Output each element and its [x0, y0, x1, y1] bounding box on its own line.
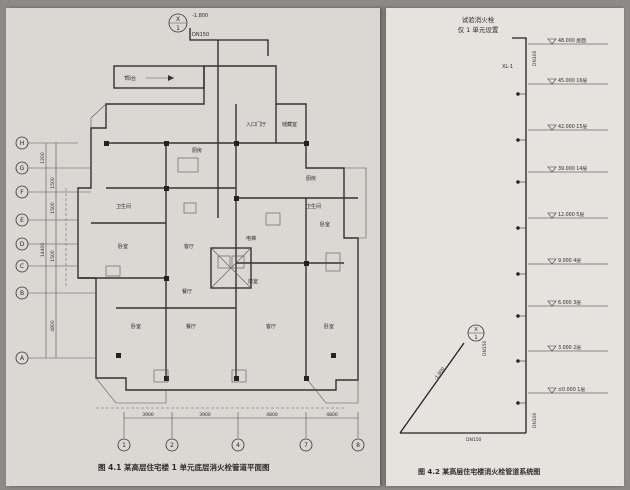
grid-row-label: F: [20, 189, 24, 196]
room-label: 入口门厅: [246, 121, 266, 128]
inlet-elev: -1.800: [433, 366, 447, 381]
hydrant-valve-icon: [516, 92, 520, 96]
room-label: 储藏室: [282, 121, 297, 128]
level-triangle-icon: [547, 345, 557, 352]
riser-id: XL-1: [502, 64, 513, 70]
level-label: 6.000 3层: [558, 300, 581, 306]
plan-caption: 图 4.1 某高层住宅楼 1 单元底层消火栓管道平面图: [98, 462, 270, 472]
grid-col-label: 8: [356, 442, 360, 449]
system-diagram-page: 试验消火栓 仅 1 单元设置 XL-1 DN100 DN100 48.000 屋…: [386, 8, 624, 486]
level-label: 9.000 4层: [558, 258, 581, 264]
level-label: 39.000 14层: [558, 166, 587, 172]
riser-size-bottom: DN100: [532, 412, 538, 428]
room-label: 厨房: [306, 175, 316, 182]
level-label: 48.000 屋面: [558, 38, 586, 44]
room-label: 电梯: [246, 235, 256, 242]
riser-size-top: DN100: [532, 50, 538, 66]
pipe-elev-label: -1.800: [192, 13, 208, 19]
inlet-pipe: [399, 342, 465, 434]
room-label: 厨房: [192, 147, 202, 154]
level-triangle-icon: [547, 166, 557, 173]
dim-left: 1500: [50, 202, 56, 214]
room-label: 客厅: [266, 323, 276, 330]
hydrant-valve-icon: [516, 401, 520, 405]
dim-left: 4800: [50, 320, 56, 332]
room-label: 客厅: [184, 243, 194, 250]
grid-row-label: A: [20, 355, 25, 362]
bottom-pipe-size: DN150: [466, 437, 482, 443]
level-triangle-icon: [547, 78, 557, 85]
grid-col-label: 2: [170, 442, 174, 449]
hydrant-valve-icon: [516, 138, 520, 142]
level-label: 3.000 2层: [558, 345, 581, 351]
room-label: 阳台: [126, 75, 136, 82]
level-markers: 48.000 屋面 45.000 16层 42.000 15层 39.000 14层 1…: [516, 38, 608, 405]
level-triangle-icon: [547, 300, 557, 307]
supply-pipe-top: [189, 28, 269, 56]
inlet-symbol-den: 1: [474, 335, 478, 341]
test-hydrant-title: 试验消火栓: [462, 15, 495, 24]
inlet-symbol-num: X: [474, 327, 478, 333]
room-label: 前室: [248, 278, 258, 285]
inlet-size: DN150: [482, 340, 488, 356]
dim-left: 1500: [50, 250, 56, 262]
elevator-core: [210, 247, 252, 289]
room-label: 卧室: [118, 243, 128, 250]
grid-row-label: E: [20, 217, 24, 224]
pipe-size-label: DN150: [192, 32, 209, 38]
dim-left: 14400: [40, 243, 46, 257]
svg-text:T: T: [123, 76, 128, 82]
grid-col-label: 1: [122, 442, 126, 449]
test-hydrant-note: 仅 1 单元设置: [458, 25, 499, 34]
dim-left: 1200: [40, 152, 46, 164]
level-label: 12.000 5层: [558, 212, 584, 218]
dim-left: 1500: [50, 177, 56, 189]
room-label: 卫生间: [306, 203, 321, 210]
hydrant-valve-icon: [516, 226, 520, 230]
level-triangle-icon: [547, 124, 557, 131]
level-label: ±0.000 1层: [558, 387, 585, 393]
level-triangle-icon: [547, 387, 557, 394]
grid-row-label: B: [20, 290, 24, 297]
room-label: 卧室: [320, 221, 330, 228]
dim-bottom: 3900: [142, 412, 154, 418]
system-diagram-drawing: 试验消火栓 仅 1 单元设置 XL-1 DN100 DN100 48.000 屋…: [399, 15, 608, 476]
level-triangle-icon: [547, 212, 557, 219]
hydrant-valve-icon: [516, 359, 520, 363]
level-triangle-icon: [547, 258, 557, 265]
grid-row-label: H: [20, 140, 25, 147]
grid-row-label: D: [20, 241, 25, 248]
hydrant-valve-icon: [516, 314, 520, 318]
grid-col-label: 4: [236, 442, 240, 449]
dim-bottom: 3900: [199, 412, 211, 418]
hydrant-valve-icon: [516, 272, 520, 276]
grid-col-label: 7: [304, 442, 308, 449]
system-caption: 图 4.2 某高层住宅楼消火栓管道系统图: [418, 467, 540, 476]
level-label: 45.000 16层: [558, 78, 587, 84]
grid-row-label: C: [20, 263, 24, 270]
level-triangle-icon: [547, 38, 557, 45]
building-outline: [77, 65, 359, 391]
room-label: 卧室: [324, 323, 334, 330]
floor-plan-drawing: X 1 -1.800 DN150 T: [15, 13, 367, 472]
grid-row-label: G: [20, 165, 25, 172]
dim-bottom: 4800: [266, 412, 278, 418]
room-label: 卫生间: [116, 203, 131, 210]
pipe-symbol-den: 1: [176, 25, 180, 32]
room-label: 卧室: [131, 323, 141, 330]
room-label: 餐厅: [186, 323, 196, 330]
dim-bottom: 4800: [326, 412, 338, 418]
floor-plan-page: X 1 -1.800 DN150 T: [6, 8, 380, 486]
room-label: 餐厅: [182, 288, 192, 295]
riser-pipe: [512, 37, 527, 433]
level-label: 42.000 15层: [558, 124, 587, 130]
pipe-symbol-num: X: [176, 16, 180, 23]
hydrant-valve-icon: [516, 180, 520, 184]
